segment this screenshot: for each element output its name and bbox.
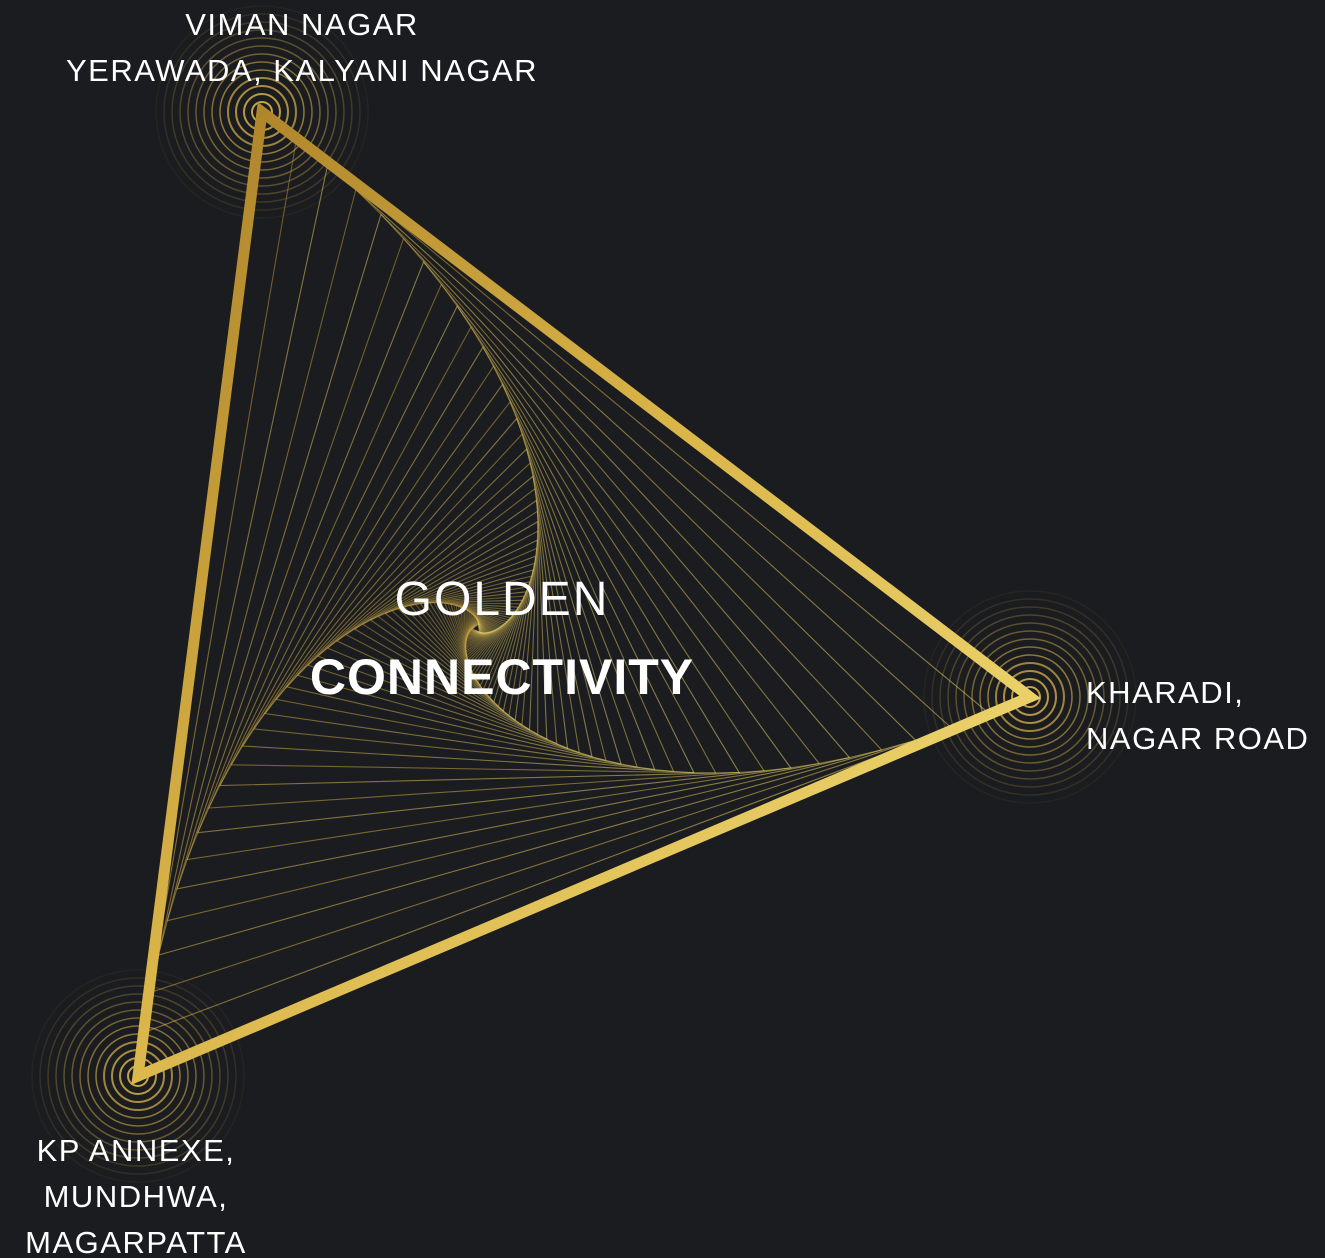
- spiral-line: [465, 610, 496, 644]
- spiral-line: [440, 602, 518, 673]
- spiral-line: [447, 602, 514, 667]
- spiral-line: [252, 383, 675, 773]
- title-golden: GOLDEN: [394, 573, 610, 626]
- spiral-line: [419, 591, 528, 691]
- node-bottom-line2: MUNDHWA,: [43, 1179, 229, 1214]
- spiral-line: [428, 599, 524, 684]
- spiral-line: [403, 575, 533, 704]
- spiral-line: [377, 547, 538, 722]
- spiral-line: [471, 623, 480, 633]
- spiral-line: [436, 602, 520, 677]
- spiral-line: [455, 604, 508, 659]
- node-right-line2: NAGAR ROAD: [1086, 721, 1310, 756]
- spiral-line: [369, 539, 539, 726]
- spiral-line: [424, 595, 526, 687]
- spiral-line: [207, 305, 766, 809]
- spiral-line: [186, 260, 821, 861]
- spiral-line: [335, 499, 558, 745]
- spiral-line: [414, 586, 529, 695]
- spiral-line: [306, 462, 593, 758]
- node-label-viman-nagar: VIMAN NAGAR YERAWADA, KALYANI NAGAR: [0, 2, 604, 94]
- spiral-line: [344, 510, 548, 741]
- spiral-line: [461, 606, 503, 653]
- node-top-line2: YERAWADA, KALYANI NAGAR: [65, 53, 539, 88]
- spiral-line: [465, 609, 499, 647]
- spiral-line: [459, 606, 505, 655]
- spiral-line: [463, 607, 502, 651]
- spiral-line: [465, 610, 497, 646]
- spiral-line: [166, 213, 883, 922]
- spiral-line: [390, 562, 536, 712]
- spiral-line: [450, 603, 512, 664]
- spiral-line: [409, 581, 531, 699]
- spiral-line: [218, 325, 741, 787]
- node-right-line1: KHARADI,: [1086, 675, 1245, 710]
- spiral-line: [353, 520, 539, 736]
- spiral-line: [285, 433, 622, 765]
- spiral-line: [444, 602, 516, 670]
- spiral-line: [296, 448, 607, 762]
- spiral-line: [149, 163, 953, 994]
- spiral-line: [275, 417, 639, 768]
- node-label-kp-annexe: KP ANNEXE, MUNDHWA, MAGARPATTA: [0, 1128, 272, 1258]
- spiral-line: [157, 188, 917, 956]
- spiral-line: [241, 365, 695, 774]
- triangle-outline: [131, 101, 1041, 1085]
- spiral-line: [196, 283, 792, 834]
- node-label-kharadi: KHARADI, NAGAR ROAD: [1086, 670, 1309, 762]
- spiral-line: [452, 604, 510, 662]
- spiral-line: [433, 602, 522, 680]
- spiral-line: [316, 475, 580, 754]
- node-bottom-line3: MAGARPATTA: [25, 1225, 247, 1258]
- node-top-line1: VIMAN NAGAR: [185, 7, 419, 42]
- spiral-line: [326, 487, 569, 750]
- spiral-line: [361, 530, 539, 731]
- spiral-line: [397, 569, 534, 708]
- spiral-line: [230, 345, 717, 774]
- spiral-line: [263, 400, 656, 771]
- title-connectivity: CONNECTIVITY: [309, 649, 695, 705]
- spiral-line: [176, 237, 851, 890]
- spiral-lines: [142, 137, 991, 1034]
- spiral-line: [465, 608, 500, 649]
- spiral-line: [457, 605, 506, 657]
- node-bottom-line1: KP ANNEXE,: [36, 1133, 236, 1168]
- spiral-line: [142, 137, 991, 1034]
- halo-right: [923, 590, 1137, 804]
- spiral-line: [384, 555, 537, 717]
